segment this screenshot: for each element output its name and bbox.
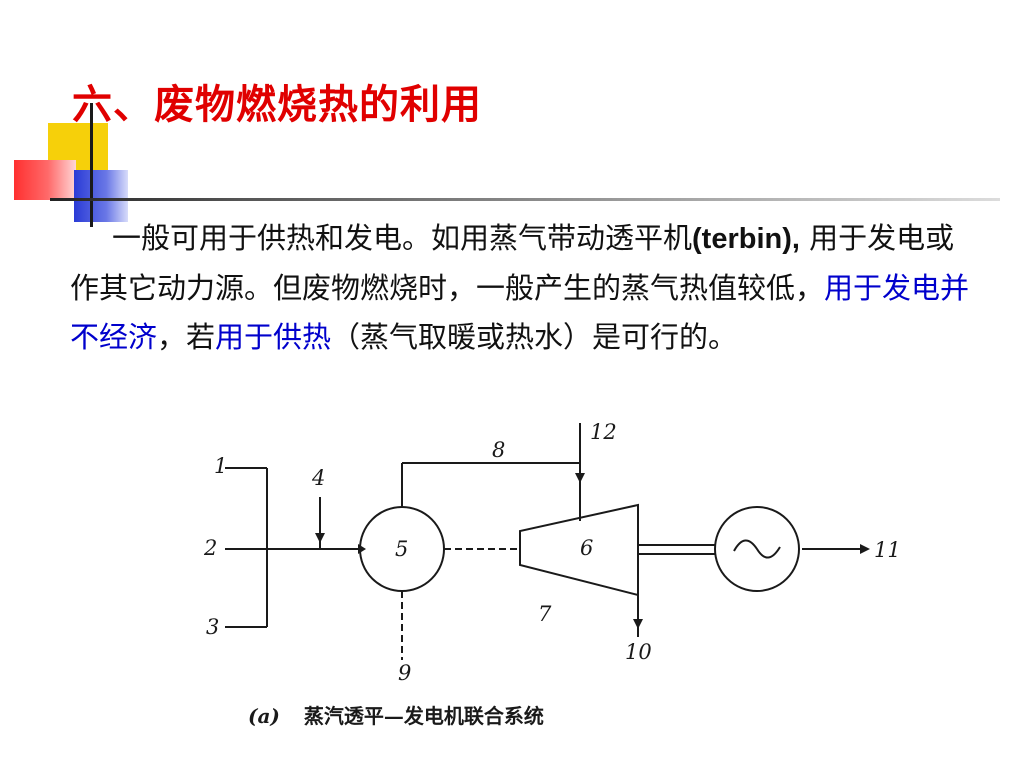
label-11: 11: [874, 538, 901, 562]
slide-title: 六、废物燃烧热的利用: [72, 82, 482, 128]
turbine-6-shape: [519, 503, 639, 597]
highlight-not-economical: 用于发电并不经济: [70, 271, 970, 354]
figure-caption-text: 蒸汽透平—发电机联合系统: [303, 704, 544, 728]
arrow-exhaust-10: [633, 619, 643, 629]
steam-turbine-generator-diagram: 1 2 3 4 5 6 7 8 9 10 12: [203, 420, 716, 685]
label-8: 8: [492, 438, 505, 462]
title-underline-rule: [50, 198, 1000, 201]
title-ornament-red-square: [14, 160, 76, 200]
label-5: 5: [395, 537, 408, 561]
body-paragraph: 一般可用于供热和发电。如用蒸气带动透平机(terbin), 用于发电或作其它动力…: [70, 214, 970, 362]
label-10: 10: [625, 640, 652, 664]
label-9: 9: [398, 661, 411, 685]
paragraph-text: 用于发电或作其它动力源。但废物燃烧时，一般产生的蒸气热值较低，: [70, 221, 955, 305]
figure-caption: (a) 蒸汽透平—发电机联合系统: [248, 700, 544, 729]
generator-assembly: 11: [714, 506, 901, 592]
paragraph-text: ，若: [157, 320, 216, 354]
label-7: 7: [538, 602, 552, 626]
paragraph-latin-term: (terbin),: [692, 223, 800, 255]
highlight-for-heating: 用于供热: [215, 320, 332, 354]
arrow-into-boiler: [358, 544, 366, 554]
label-12: 12: [590, 420, 617, 444]
label-1: 1: [214, 454, 227, 478]
paragraph-text: 一般可用于供热和发电。如用蒸气带动透平机: [112, 221, 693, 255]
arrow-output-11: [860, 544, 870, 554]
label-3: 3: [206, 615, 219, 639]
arrow-steam-8: [575, 473, 585, 483]
title-ornament-vertical-line: [90, 103, 93, 227]
ac-wave-icon: [733, 539, 781, 559]
figure-caption-tag: (a): [248, 704, 280, 728]
paragraph-text: （蒸气取暖或热水）是可行的。: [331, 320, 738, 354]
arrow-input-4: [315, 533, 325, 543]
label-2: 2: [203, 536, 217, 560]
label-6: 6: [580, 536, 593, 560]
title-ornament-blue-square: [74, 170, 128, 222]
generator-7-circle: [714, 506, 800, 592]
label-4: 4: [311, 466, 325, 490]
